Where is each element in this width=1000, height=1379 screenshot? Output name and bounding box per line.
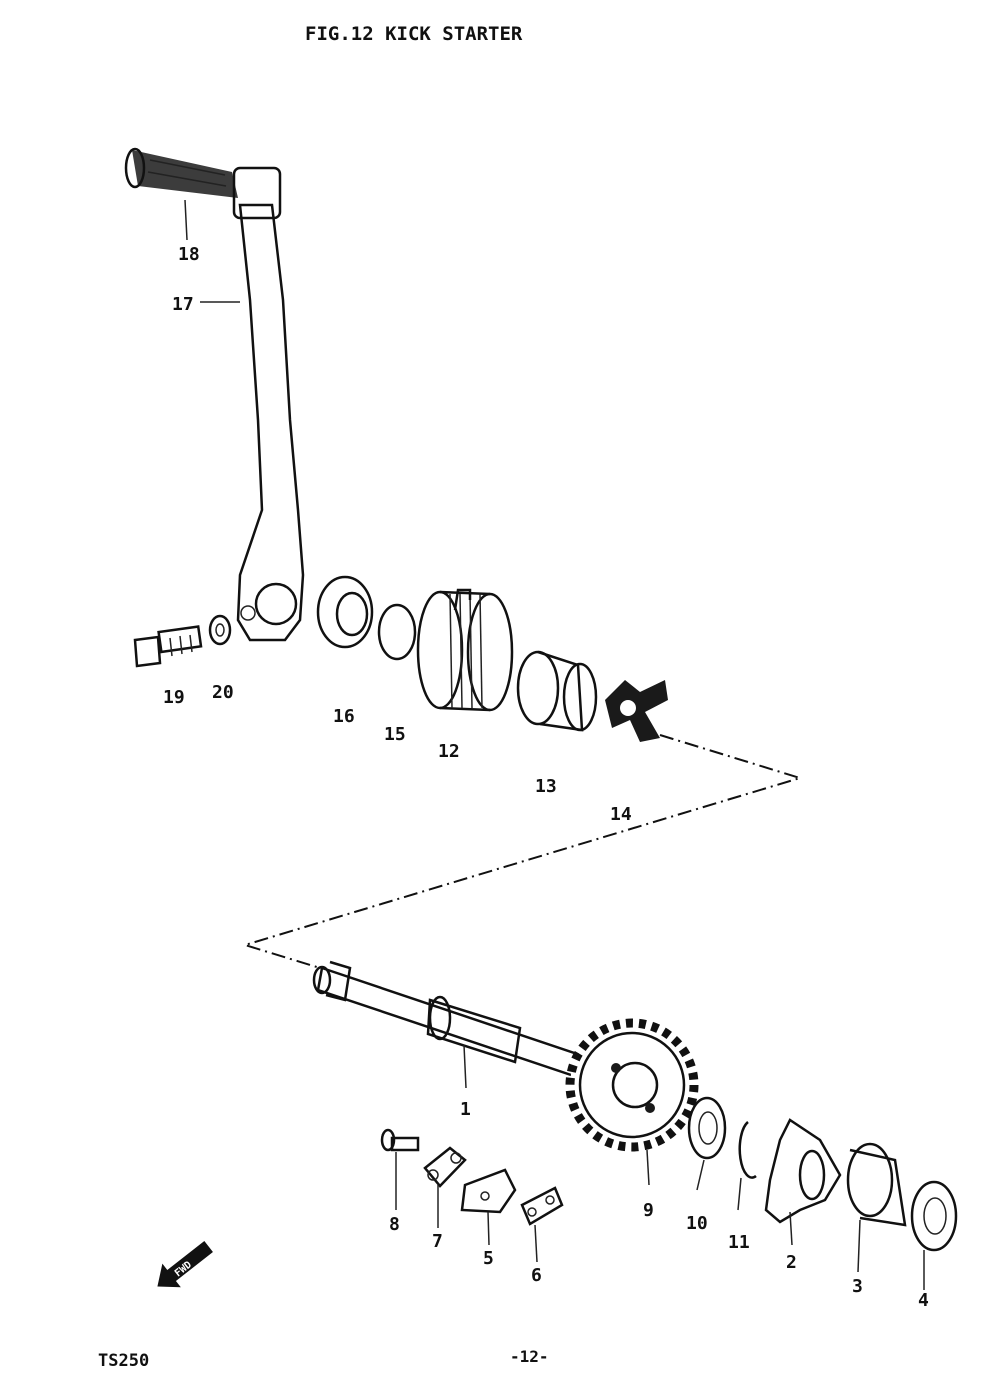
part-label-5: 5 <box>483 1248 494 1269</box>
part-label-9: 9 <box>643 1200 654 1221</box>
part-label-7: 7 <box>432 1231 443 1252</box>
leader-11 <box>737 1177 742 1211</box>
pawl-spring <box>846 1142 907 1227</box>
assembly-line <box>241 734 804 969</box>
oil-seal <box>316 575 374 649</box>
part-label-6: 6 <box>531 1265 542 1286</box>
washer-10 <box>687 1096 727 1160</box>
part-label-10: 10 <box>686 1213 708 1234</box>
part-label-15: 15 <box>384 724 406 745</box>
part-label-17: 17 <box>172 294 194 315</box>
kick-grip <box>124 147 282 220</box>
washer-4 <box>910 1180 958 1252</box>
kick-spring <box>416 588 514 712</box>
stopper-plate <box>460 1168 517 1214</box>
part-label-13: 13 <box>535 776 557 797</box>
leader-18 <box>184 199 188 241</box>
part-label-2: 2 <box>786 1252 797 1273</box>
leader-6 <box>534 1224 538 1263</box>
stopper-bolt <box>380 1128 420 1152</box>
model-code: TS250 <box>98 1351 149 1371</box>
kick-lever <box>236 203 305 642</box>
part-label-20: 20 <box>212 682 234 703</box>
forward-arrow-icon: FWD <box>157 1241 213 1288</box>
part-label-11: 11 <box>728 1232 750 1253</box>
leader-5 <box>487 1211 490 1246</box>
figure-title: FIG.12 KICK STARTER <box>305 23 523 45</box>
leader-9 <box>646 1149 650 1186</box>
part-label-14: 14 <box>610 804 632 825</box>
spring-guide <box>516 650 598 732</box>
part-label-12: 12 <box>438 741 460 762</box>
washer-20 <box>208 614 232 646</box>
page-number: -12- <box>510 1347 549 1366</box>
part-label-18: 18 <box>178 244 200 265</box>
leader-2 <box>789 1211 793 1246</box>
kick-stopper <box>605 680 668 742</box>
part-label-19: 19 <box>163 687 185 708</box>
lock-washer <box>423 1146 467 1188</box>
kick-gear <box>565 1018 699 1152</box>
leader-3 <box>857 1219 861 1273</box>
part-label-4: 4 <box>918 1290 929 1311</box>
circlip <box>738 1121 757 1179</box>
bolt <box>133 625 203 668</box>
kick-pawl <box>764 1118 842 1224</box>
part-label-1: 1 <box>460 1099 471 1120</box>
leader-1 <box>463 1044 467 1089</box>
washer-15 <box>377 603 417 661</box>
part-label-8: 8 <box>389 1214 400 1235</box>
leader-10 <box>696 1159 705 1191</box>
kick-shaft <box>312 960 597 1084</box>
plate-6 <box>520 1186 564 1226</box>
part-label-3: 3 <box>852 1276 863 1297</box>
part-label-16: 16 <box>333 706 355 727</box>
